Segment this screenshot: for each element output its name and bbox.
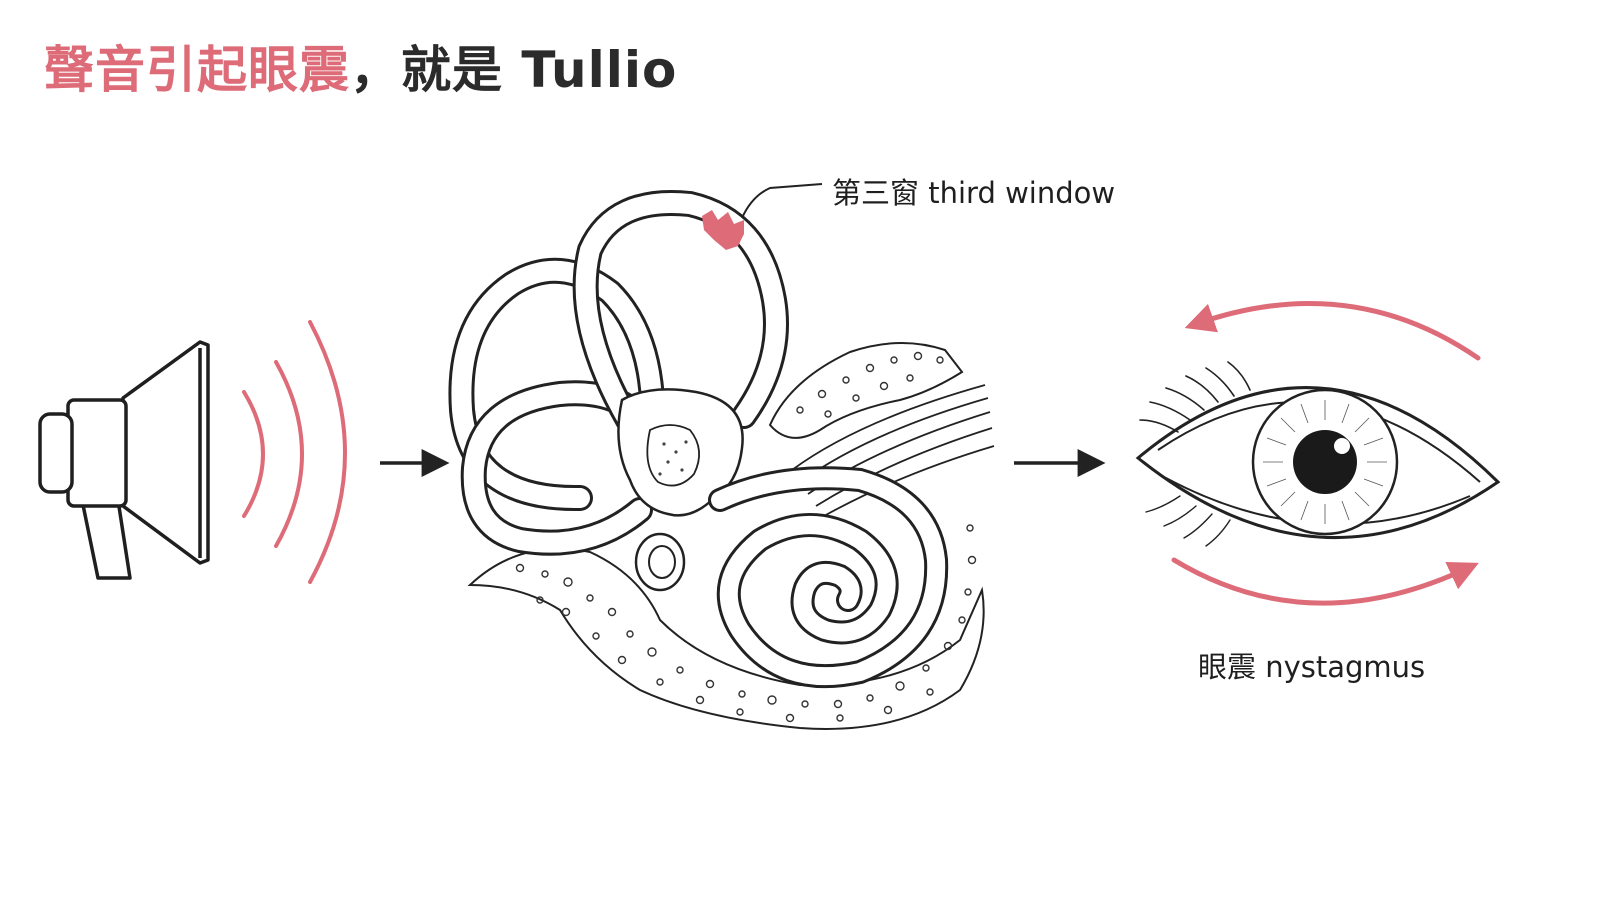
eye-icon bbox=[1135, 361, 1501, 547]
nystagmus-label: 眼震 nystagmus bbox=[1198, 650, 1426, 684]
title-rest: ，就是 Tullio bbox=[350, 41, 678, 99]
third-window-leader bbox=[741, 183, 823, 219]
sound-wave-icon bbox=[242, 320, 347, 584]
nystagmus-arrow-top bbox=[1184, 300, 1481, 361]
nystagmus-arrow-bottom bbox=[1171, 557, 1479, 606]
page-title: 聲音引起眼震，就是 Tullio bbox=[44, 30, 677, 102]
third-window-label: 第三窗 third window bbox=[832, 176, 1116, 210]
title-accent: 聲音引起眼震 bbox=[44, 41, 350, 99]
megaphone-icon bbox=[38, 340, 210, 580]
inner-ear-icon bbox=[448, 190, 995, 730]
